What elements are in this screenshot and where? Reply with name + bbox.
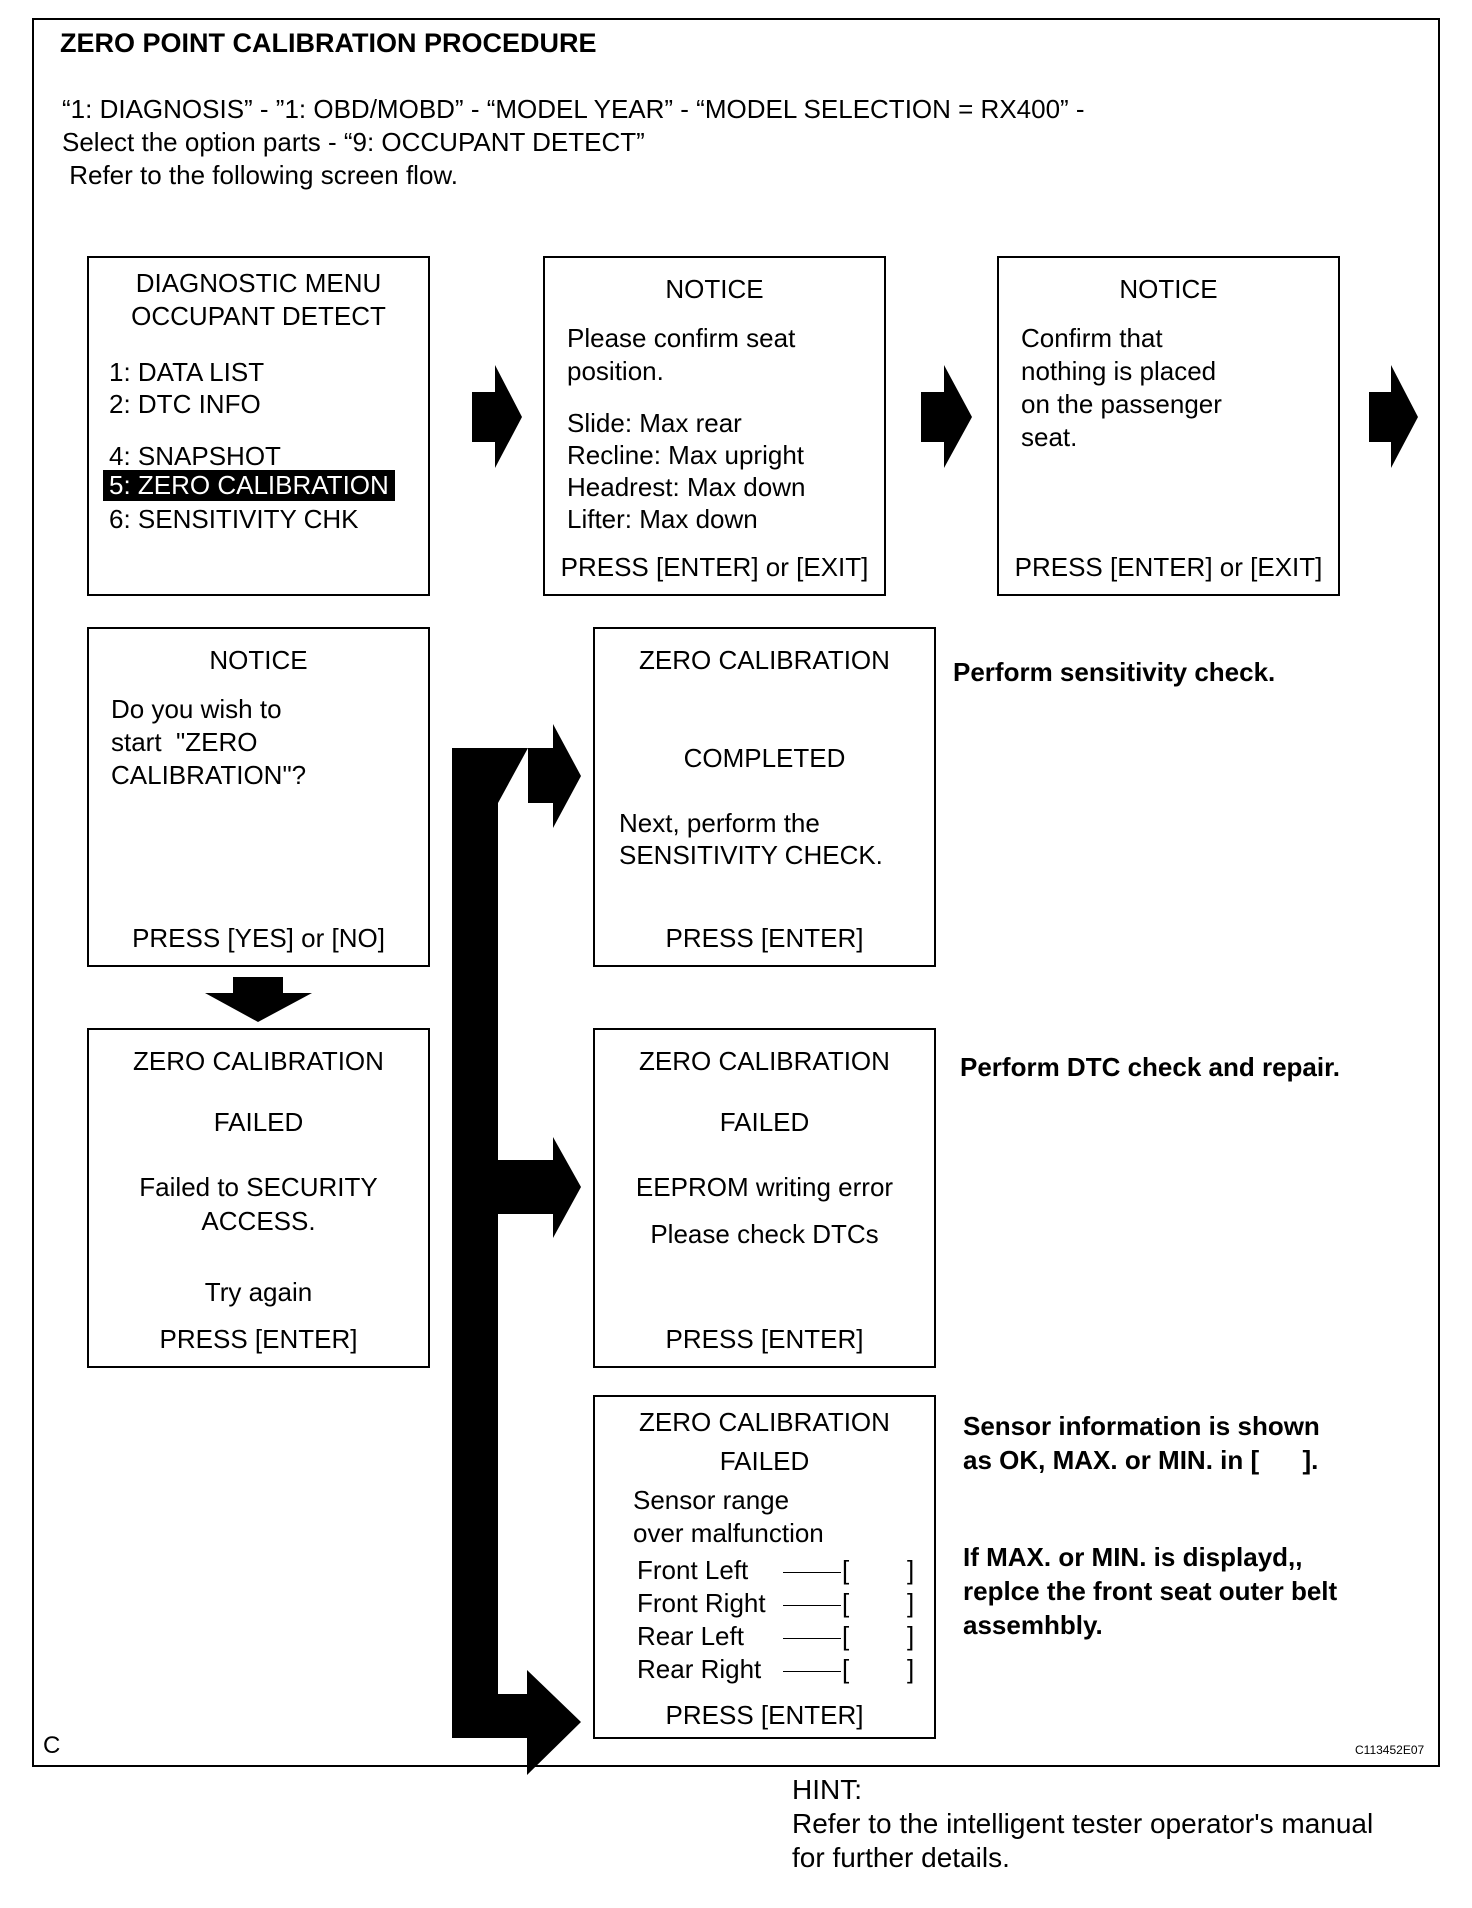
screen-prompt: PRESS [ENTER] (665, 1324, 864, 1354)
sensor-bracket-open: [ (842, 1621, 850, 1651)
hint-label: HINT: (792, 1774, 862, 1805)
sensor-bracket-open: [ (842, 1555, 850, 1585)
notice-prompt: PRESS [ENTER] or [EXIT] (1014, 552, 1323, 582)
arrow-branch-eeprom (498, 1137, 581, 1238)
screen-line: Please check DTCs (650, 1219, 879, 1249)
screen-notice-nothing-placed: NOTICE Confirm that nothing is placed on… (997, 256, 1340, 596)
sensor-label-rear-left: Rear Left (637, 1621, 744, 1651)
sensor-leader-line (783, 1572, 841, 1573)
menu-item-zero-calibration-selected: 5: ZERO CALIBRATION (103, 470, 395, 501)
screen-title: ZERO CALIBRATION (133, 1046, 384, 1076)
notice-line: seat. (1021, 422, 1078, 452)
screen-line: Next, perform the (619, 808, 820, 838)
sensor-bracket-open: [ (842, 1654, 850, 1684)
screen-title: ZERO CALIBRATION (639, 1407, 890, 1437)
notice-line: Slide: Max rear (567, 408, 742, 438)
notice-line: Headrest: Max down (567, 472, 806, 502)
refer-line: Refer to the following screen flow. (62, 160, 458, 190)
screen-line: EEPROM writing error (635, 1172, 894, 1202)
screen-title: ZERO CALIBRATION (639, 1046, 890, 1076)
menu-item-dtc-info: 2: DTC INFO (109, 389, 261, 419)
screen-status: COMPLETED (683, 743, 846, 773)
procedure-title: ZERO POINT CALIBRATION PROCEDURE (60, 28, 597, 58)
screen-notice-seat-position: NOTICE Please confirm seat position. Sli… (543, 256, 886, 596)
corner-letter: C (43, 1732, 61, 1759)
sensor-label-front-right: Front Right (637, 1588, 766, 1618)
screen-status: FAILED (213, 1107, 304, 1137)
screen-failed-security-access: ZERO CALIBRATION FAILED Failed to SECURI… (87, 1028, 430, 1368)
arrow-down (205, 977, 312, 1022)
screen-failed-eeprom: ZERO CALIBRATION FAILED EEPROM writing e… (593, 1028, 936, 1368)
option-path-line: Select the option parts - “9: OCCUPANT D… (62, 127, 645, 157)
screen-line: over malfunction (633, 1518, 824, 1548)
sensor-leader-line (783, 1671, 841, 1672)
notice-line: Recline: Max upright (567, 440, 804, 470)
figure-id: C113452E07 (1355, 1743, 1425, 1757)
menu-title-line1: DIAGNOSTIC MENU (135, 268, 382, 298)
notice-line: Do you wish to (111, 694, 282, 724)
hint-line-2: for further details. (792, 1842, 1010, 1873)
screen-prompt: PRESS [ENTER] (665, 923, 864, 953)
screen-status: FAILED (719, 1446, 810, 1476)
note-sensor-information: Sensor information is shown as OK, MAX. … (963, 1411, 1320, 1475)
menu-title-line2: OCCUPANT DETECT (131, 301, 386, 331)
screen-line: ACCESS. (201, 1206, 316, 1236)
arrow-right-1 (472, 365, 522, 468)
notice-title: NOTICE (209, 645, 308, 675)
notice-line: start "ZERO (111, 727, 258, 757)
screen-notice-start-calibration: NOTICE Do you wish to start "ZERO CALIBR… (87, 627, 430, 967)
notice-line: Lifter: Max down (567, 504, 758, 534)
arrow-right-3 (1369, 365, 1418, 468)
notice-line: on the passenger (1021, 389, 1222, 419)
notice-line: Please confirm seat (567, 323, 796, 353)
menu-item-sensitivity-chk: 6: SENSITIVITY CHK (109, 504, 359, 534)
sensor-label-front-left: Front Left (637, 1555, 749, 1585)
notice-title: NOTICE (1119, 274, 1218, 304)
note-perform-dtc-check: Perform DTC check and repair. (960, 1052, 1341, 1082)
note-replace-belt-assembly: If MAX. or MIN. is displayd,, replce the… (963, 1542, 1338, 1640)
arrow-right-2 (921, 365, 972, 468)
arrow-branch-completed (452, 724, 581, 828)
screen-prompt: PRESS [ENTER] (159, 1324, 358, 1354)
arrow-trunk (452, 748, 581, 1775)
notice-prompt: PRESS [ENTER] or [EXIT] (560, 552, 869, 582)
notice-line: Confirm that (1021, 323, 1163, 353)
notice-line: nothing is placed (1021, 356, 1217, 386)
screen-title: ZERO CALIBRATION (639, 645, 890, 675)
sensor-bracket-open: [ (842, 1588, 850, 1618)
notice-line: CALIBRATION"? (111, 760, 307, 790)
screen-line: SENSITIVITY CHECK. (619, 840, 883, 870)
screen-failed-sensor-range: ZERO CALIBRATION FAILED Sensor range ove… (593, 1395, 936, 1739)
sensor-label-rear-right: Rear Right (637, 1654, 762, 1684)
notice-line: position. (567, 356, 664, 386)
sensor-leader-line (783, 1638, 841, 1639)
diagram-frame (32, 18, 1440, 1767)
screen-line: Failed to SECURITY (139, 1172, 378, 1202)
screen-calibration-completed: ZERO CALIBRATION COMPLETED Next, perform… (593, 627, 936, 967)
notice-title: NOTICE (665, 274, 764, 304)
screen-prompt: PRESS [ENTER] (665, 1700, 864, 1730)
sensor-bracket-close: ] (907, 1588, 915, 1618)
screen-status: FAILED (719, 1107, 810, 1137)
sensor-leader-line (783, 1605, 841, 1606)
menu-path-line: “1: DIAGNOSIS” - ”1: OBD/MOBD” - “MODEL … (62, 94, 1085, 124)
screen-line: Sensor range (633, 1485, 790, 1515)
menu-item-snapshot: 4: SNAPSHOT (109, 441, 281, 471)
sensor-bracket-close: ] (907, 1621, 915, 1651)
sensor-bracket-close: ] (907, 1555, 915, 1585)
screen-retry: Try again (204, 1277, 313, 1307)
screen-diagnostic-menu: DIAGNOSTIC MENU OCCUPANT DETECT 1: DATA … (87, 256, 430, 596)
hint-line-1: Refer to the intelligent tester operator… (792, 1808, 1374, 1839)
notice-prompt: PRESS [YES] or [NO] (132, 923, 385, 953)
menu-item-data-list: 1: DATA LIST (109, 357, 265, 387)
note-perform-sensitivity-check: Perform sensitivity check. (953, 657, 1276, 687)
sensor-bracket-close: ] (907, 1654, 915, 1684)
